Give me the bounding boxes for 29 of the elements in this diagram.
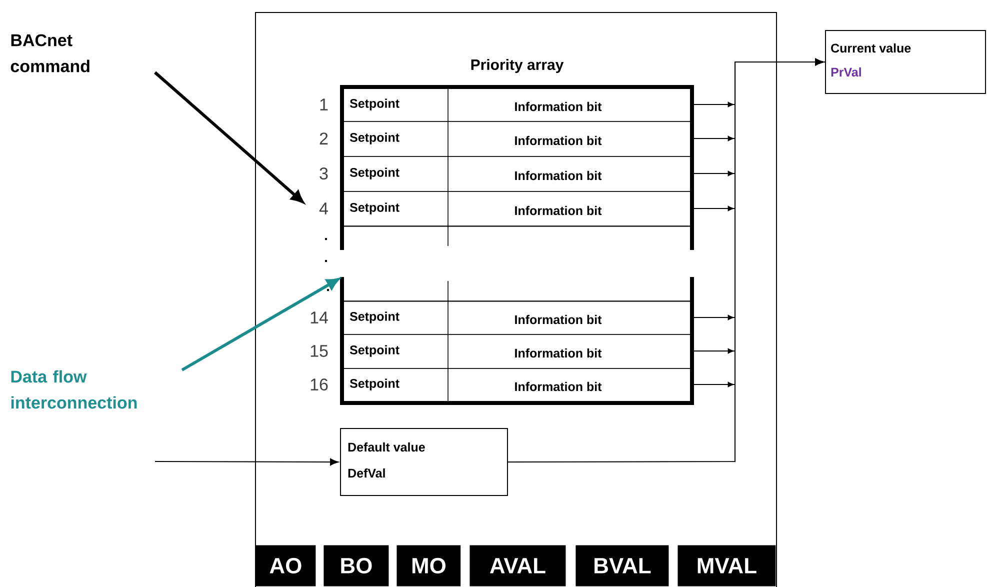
row-number: 2: [320, 132, 328, 144]
table-row: Setpoint Information bit: [342, 156, 693, 192]
object-type-tab: AO: [256, 545, 316, 586]
row-number: 1: [320, 98, 328, 110]
row-number: 4: [319, 202, 328, 214]
ellipsis-dot: .: [325, 260, 327, 262]
object-type-tab: BVAL: [576, 545, 669, 586]
object-type-tab: AVAL: [470, 545, 566, 586]
callout-text: Data flow interconnection: [11, 370, 137, 409]
row-number: 3: [320, 167, 328, 180]
ellipsis-dot: .: [325, 238, 327, 240]
table-row: Setpoint Information bit: [342, 120, 693, 157]
table-row: Setpoint Information bit: [342, 300, 693, 335]
table-row: Setpoint Information bit: [342, 88, 693, 122]
object-type-tab: BO: [324, 545, 389, 586]
value-box: Default value DefVal: [340, 428, 508, 496]
value-box: Current value PrVal: [825, 30, 986, 94]
row-number: 16: [310, 378, 328, 391]
object-frame: [255, 12, 777, 587]
table-row: Setpoint Information bit: [342, 190, 693, 227]
object-type-tab: MO: [396, 545, 461, 586]
table-row: Setpoint Information bit: [342, 334, 693, 369]
table-row: [342, 280, 692, 302]
object-type-tab: MVAL: [678, 545, 776, 586]
table-row: [342, 226, 692, 246]
table-row: Setpoint Information bit: [342, 368, 693, 402]
callout-text: BACnet command: [10, 34, 90, 72]
arrow: [154, 71, 304, 203]
arrow: [154, 458, 339, 466]
